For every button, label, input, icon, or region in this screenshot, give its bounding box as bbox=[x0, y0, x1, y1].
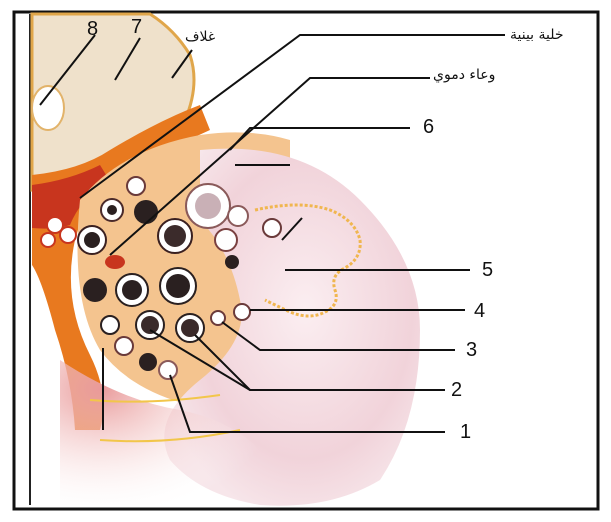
interstitial-spot bbox=[105, 255, 125, 269]
cell bbox=[83, 278, 107, 302]
label-4: 4 bbox=[474, 301, 485, 321]
cell bbox=[228, 206, 248, 226]
cell bbox=[134, 200, 158, 224]
cell-nucleus bbox=[122, 280, 142, 300]
cell-nucleus bbox=[107, 205, 117, 215]
cell bbox=[263, 219, 281, 237]
cell bbox=[215, 229, 237, 251]
label-interstitial-cell: خلية بينية bbox=[510, 28, 564, 42]
label-blood-vessel: وعاء دموي bbox=[433, 68, 495, 82]
label-5: 5 bbox=[482, 260, 493, 280]
neighbor-lumen bbox=[32, 86, 64, 130]
label-6: 6 bbox=[423, 117, 434, 137]
cell-nucleus bbox=[84, 232, 100, 248]
cell bbox=[115, 337, 133, 355]
label-3: 3 bbox=[466, 340, 477, 360]
label-2: 2 bbox=[451, 380, 462, 400]
label-sheath: غلاف bbox=[185, 30, 215, 44]
label-1: 1 bbox=[460, 422, 471, 442]
cell bbox=[127, 177, 145, 195]
cell bbox=[139, 353, 157, 371]
cell bbox=[101, 316, 119, 334]
cell-nucleus bbox=[141, 316, 159, 334]
label-7: 7 bbox=[131, 17, 142, 37]
cell bbox=[225, 255, 239, 269]
cell bbox=[60, 227, 76, 243]
cell-nucleus bbox=[195, 193, 221, 219]
cell-nucleus bbox=[181, 319, 199, 337]
cell bbox=[159, 361, 177, 379]
cell-nucleus bbox=[166, 274, 190, 298]
cell bbox=[41, 233, 55, 247]
cell bbox=[234, 304, 250, 320]
cell-nucleus bbox=[164, 225, 186, 247]
label-8: 8 bbox=[87, 19, 98, 39]
